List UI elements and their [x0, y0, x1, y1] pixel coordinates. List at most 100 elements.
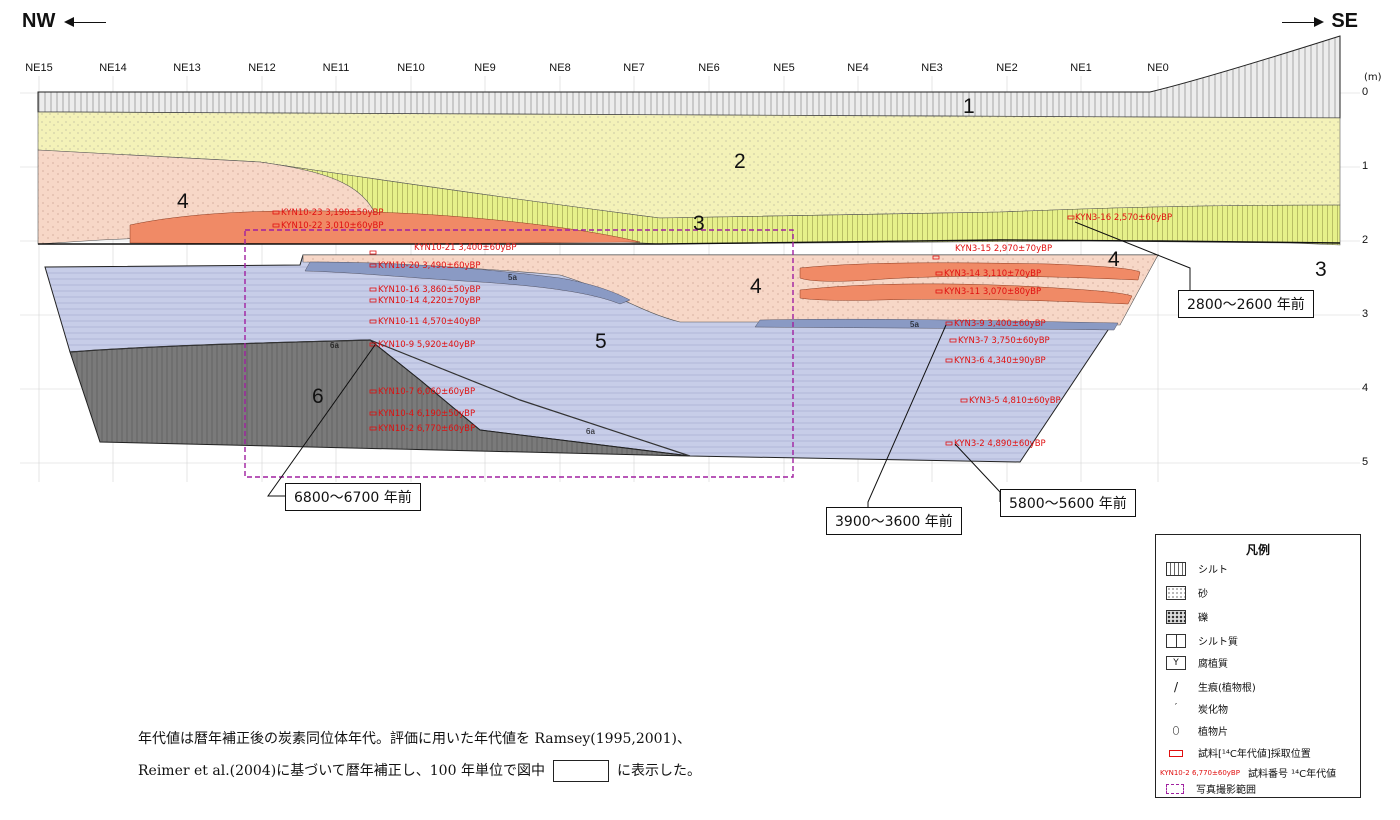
sample-label: KYN3-14 3,110±70yBP — [944, 269, 1041, 279]
age-box: 5800～5600 年前 — [1000, 489, 1136, 517]
sand-icon — [1166, 585, 1186, 600]
sample-label: KYN10-14 4,220±70yBP — [378, 296, 480, 306]
depth-tick: 4 — [1362, 382, 1369, 394]
sample-label: KYN3-11 3,070±80yBP — [944, 287, 1041, 297]
sample-label: KYN3-6 4,340±90yBP — [954, 356, 1046, 366]
legend-item-sample-id: KYN10-2 6,770±60yBP 試料番号 ¹⁴C年代値 — [1160, 765, 1337, 781]
sample-label: KYN10-4 6,190±50yBP — [378, 409, 475, 419]
upper-base-line — [38, 239, 1341, 245]
direction-se-label: SE — [1331, 10, 1358, 32]
sample-label: KYN3-15 2,970±70yBP — [955, 244, 1052, 254]
layer-label: 4 — [177, 190, 189, 213]
sample-label: KYN3-2 4,890±60yBP — [954, 439, 1046, 449]
age-box: 6800～6700 年前 — [285, 483, 421, 511]
legend-label: 生痕(植物根) — [1198, 683, 1256, 694]
legend-label: 写真撮影範囲 — [1196, 785, 1256, 796]
layer-label: 4 — [1108, 248, 1120, 271]
legend-label: 腐植質 — [1198, 659, 1228, 670]
sample-label: KYN10-23 3,190±50yBP — [281, 208, 383, 218]
note-box-sample — [552, 760, 609, 782]
depth-tick: 0 — [1362, 86, 1369, 98]
sublayer-label: 6a — [586, 427, 595, 436]
sublayer-label: 5a — [910, 320, 919, 329]
sample-label: KYN3-5 4,810±60yBP — [969, 396, 1061, 406]
sample-label: KYN10-11 4,570±40yBP — [378, 317, 480, 327]
gravel-icon — [1166, 609, 1186, 624]
station-label: NE2 — [996, 62, 1018, 74]
layer-label: 1 — [963, 95, 975, 118]
layer-label: 6 — [312, 385, 324, 408]
depth-tick: 3 — [1362, 308, 1369, 320]
station-label: NE0 — [1147, 62, 1169, 74]
sublayer-label: 5a — [508, 273, 517, 282]
layer-label: 4 — [750, 275, 762, 298]
sample-label: KYN3-7 3,750±60yBP — [958, 336, 1050, 346]
layer-4-lower-dark-b — [799, 283, 1133, 305]
legend-item-photo-area: 写真撮影範囲 — [1166, 781, 1256, 796]
station-label: NE7 — [623, 62, 645, 74]
depth-tick: 2 — [1362, 234, 1369, 246]
note-line-2: Reimer et al.(2004)に基づいて暦年補正し、100 年単位で図中… — [138, 760, 701, 782]
station-label: NE13 — [173, 62, 201, 74]
legend-label: 試料[¹⁴C年代値]採取位置 — [1198, 749, 1311, 760]
station-label: NE5 — [773, 62, 795, 74]
age-box: 3900～3600 年前 — [826, 507, 962, 535]
sample-label: KYN10-20 3,490±60yBP — [378, 261, 480, 271]
plant-fragment-icon: ⬯ — [1172, 723, 1180, 737]
photo-area-icon — [1166, 783, 1184, 794]
legend-item-sample-position: 試料[¹⁴C年代値]採取位置 — [1166, 745, 1311, 760]
sample-label: KYN3-16 2,570±60yBP — [1075, 213, 1172, 223]
humus-icon: Y — [1166, 655, 1186, 670]
legend-item-silt: シルト — [1166, 561, 1228, 576]
legend-label: 礫 — [1198, 613, 1208, 624]
layer-5a-right — [754, 318, 1119, 331]
legend-label: 砂 — [1198, 589, 1208, 600]
legend-item-charcoal: ′ 炭化物 — [1166, 701, 1228, 717]
station-label: NE15 — [25, 62, 53, 74]
charcoal-icon: ′ — [1174, 701, 1178, 713]
legend-label: 植物片 — [1198, 727, 1228, 738]
sample-label: KYN10-9 5,920±40yBP — [378, 340, 475, 350]
layer-label: 3 — [1315, 258, 1327, 281]
legend-item-bioturbation: / 生痕(植物根) — [1166, 679, 1256, 695]
legend: 凡例 シルト 砂 礫 シルト質 Y 腐植質 / 生痕(植物根) ′ 炭化物 ⬯ … — [1155, 534, 1361, 798]
note-text: Reimer et al.(2004)に基づいて暦年補正し、100 年単位で図中 — [138, 763, 545, 779]
note-line-1: 年代値は暦年補正後の炭素同位体年代。評価に用いた年代値を Ramsey(1995… — [138, 731, 691, 747]
silty-icon — [1166, 633, 1186, 648]
sample-label: KYN10-22 3,010±60yBP — [281, 221, 383, 231]
silt-icon — [1166, 561, 1186, 576]
station-label: NE10 — [397, 62, 425, 74]
station-label: NE3 — [921, 62, 943, 74]
sample-label: KYN10-2 6,770±60yBP — [378, 424, 475, 434]
station-label: NE4 — [847, 62, 869, 74]
legend-label: 炭化物 — [1198, 705, 1228, 716]
legend-title: 凡例 — [1245, 543, 1270, 557]
age-box: 2800～2600 年前 — [1178, 290, 1314, 318]
station-label: NE14 — [99, 62, 127, 74]
station-label: NE8 — [549, 62, 571, 74]
legend-item-gravel: 礫 — [1166, 609, 1208, 624]
layer-4-upper-dark — [129, 210, 641, 245]
layer-6a-line — [69, 339, 691, 457]
sample-label: KYN10-16 3,860±50yBP — [378, 285, 480, 295]
sample-label: KYN10-7 6,060±60yBP — [378, 387, 475, 397]
photo-area-outline — [244, 229, 794, 478]
legend-label: シルト質 — [1198, 637, 1238, 648]
layer-4-lower-dark-a — [799, 262, 1141, 282]
sublayer-label: 6a — [330, 341, 339, 350]
legend-item-plant: ⬯ 植物片 — [1166, 723, 1228, 739]
legend-example-sample: KYN10-2 6,770±60yBP — [1160, 768, 1240, 777]
layer-label: 3 — [693, 212, 705, 235]
note-text: に表示した。 — [616, 763, 701, 779]
layer-1-silt — [37, 35, 1341, 119]
station-label: NE11 — [322, 62, 350, 74]
station-label: NE9 — [474, 62, 496, 74]
depth-tick: 5 — [1362, 456, 1369, 468]
layer-5a-left — [304, 261, 631, 305]
legend-label: 試料番号 ¹⁴C年代値 — [1247, 769, 1337, 780]
layer-label: 2 — [734, 150, 746, 173]
arrow-right-icon — [1282, 17, 1324, 27]
sample-marker-icon — [1166, 746, 1186, 760]
sample-label: KYN10-21 3,400±60yBP — [414, 243, 516, 253]
